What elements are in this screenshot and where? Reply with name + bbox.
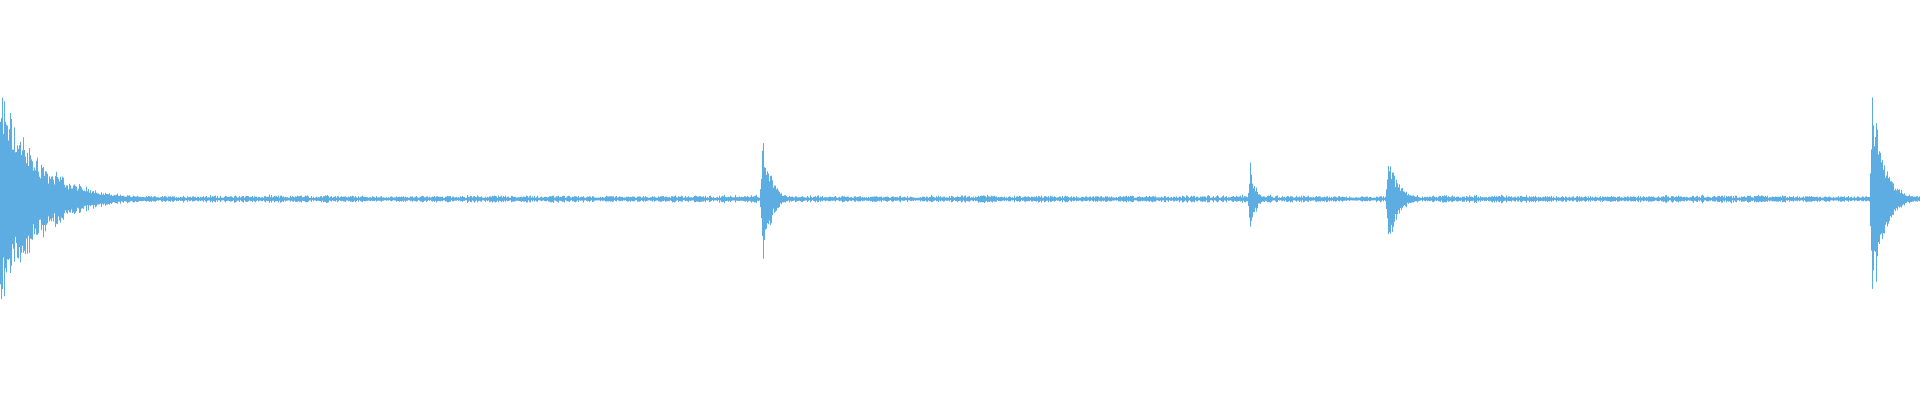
waveform-bars — [0, 97, 1920, 300]
